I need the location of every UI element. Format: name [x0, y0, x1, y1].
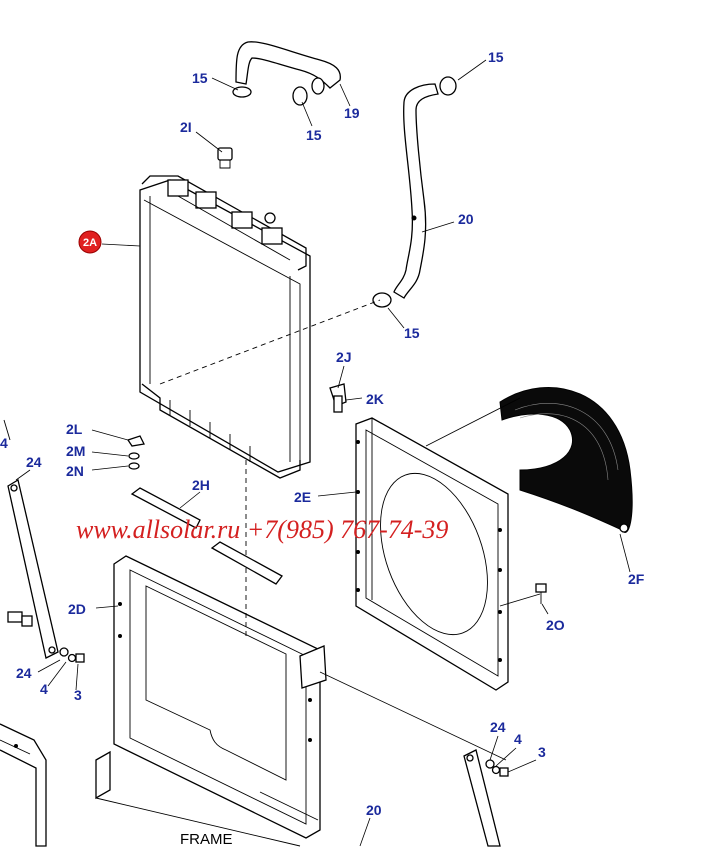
small-bracket-left — [7, 611, 33, 627]
upper-hose-19 — [232, 41, 341, 106]
callout-2K[interactable]: 2K — [366, 391, 384, 407]
watermark: www.allsolar.ru +7(985) 767-74-39 — [76, 515, 448, 544]
callout-20-bottom[interactable]: 20 — [366, 802, 382, 818]
callout-4-right[interactable]: 4 — [514, 731, 522, 747]
callout-2A: 2A — [83, 237, 97, 249]
left-lower-bracket — [0, 723, 47, 847]
callout-20-hose[interactable]: 20 — [458, 211, 474, 227]
callout-labels: 15 15 15 15 19 20 20 2I 2J 2K 2L 2M 2N 2… — [0, 49, 645, 818]
leader-lines — [15, 59, 631, 847]
callout-24-left-bottom[interactable]: 24 — [16, 665, 32, 681]
callout-15-top-right[interactable]: 15 — [488, 49, 504, 65]
radiator-core-2A — [139, 175, 381, 640]
bolt-2O — [535, 583, 547, 604]
callout-2L[interactable]: 2L — [66, 421, 83, 437]
bracket-2J-2K — [329, 383, 347, 413]
callout-2O[interactable]: 2O — [546, 617, 565, 633]
callout-2F[interactable]: 2F — [628, 571, 645, 587]
callout-19[interactable]: 19 — [344, 105, 360, 121]
callout-2N[interactable]: 2N — [66, 463, 84, 479]
right-stay-24 — [463, 749, 509, 847]
callout-2I[interactable]: 2I — [180, 119, 192, 135]
callout-15-lower-clamp[interactable]: 15 — [404, 325, 420, 341]
callout-15-top-left[interactable]: 15 — [192, 70, 208, 86]
callout-4-edge[interactable]: 4 — [0, 435, 8, 451]
radiator-cap-2I — [217, 147, 233, 169]
callout-2M[interactable]: 2M — [66, 443, 85, 459]
callout-3-right[interactable]: 3 — [538, 744, 546, 760]
callout-24-right[interactable]: 24 — [490, 719, 506, 735]
callout-2H[interactable]: 2H — [192, 477, 210, 493]
callout-4-left[interactable]: 4 — [40, 681, 48, 697]
left-stay-24 — [3, 419, 85, 663]
frame-label: FRAME — [180, 831, 233, 847]
bracket-2H — [130, 487, 283, 585]
callout-2D[interactable]: 2D — [68, 601, 86, 617]
fan-guard-2F — [499, 387, 633, 533]
lower-hose-20 — [372, 76, 457, 308]
fan-shroud-2E — [355, 417, 509, 691]
frame-2D — [95, 555, 327, 847]
callout-2A-badge[interactable]: 2A — [78, 230, 102, 254]
callout-24-left-top[interactable]: 24 — [26, 454, 42, 470]
callout-3-left[interactable]: 3 — [74, 687, 82, 703]
callout-2E[interactable]: 2E — [294, 489, 311, 505]
callout-15-upper-clamp[interactable]: 15 — [306, 127, 322, 143]
callout-2J[interactable]: 2J — [336, 349, 352, 365]
fasteners-2L-2M-2N — [126, 435, 145, 470]
